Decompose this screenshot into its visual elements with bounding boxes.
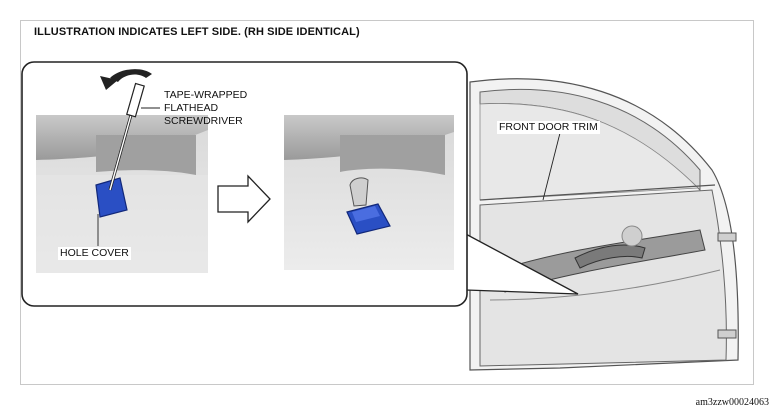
next-step-arrow-icon	[217, 174, 271, 224]
tool-label-line3: SCREWDRIVER	[164, 115, 243, 127]
illustration-note: ILLUSTRATION INDICATES LEFT SIDE. (RH SI…	[34, 26, 360, 38]
rotation-arrow-icon	[110, 69, 152, 82]
figure-code: am3zzw00024063	[695, 397, 769, 408]
hole-cover-label: HOLE COVER	[58, 247, 131, 260]
screwdriver	[126, 82, 145, 118]
door-trim-leader	[542, 132, 561, 201]
detail-panel-after	[284, 115, 454, 270]
tool-label-line2: FLATHEAD	[164, 102, 219, 114]
tool-label-line1: TAPE-WRAPPED	[164, 89, 248, 101]
front-door	[469, 78, 739, 371]
door-trim-label: FRONT DOOR TRIM	[497, 121, 600, 134]
